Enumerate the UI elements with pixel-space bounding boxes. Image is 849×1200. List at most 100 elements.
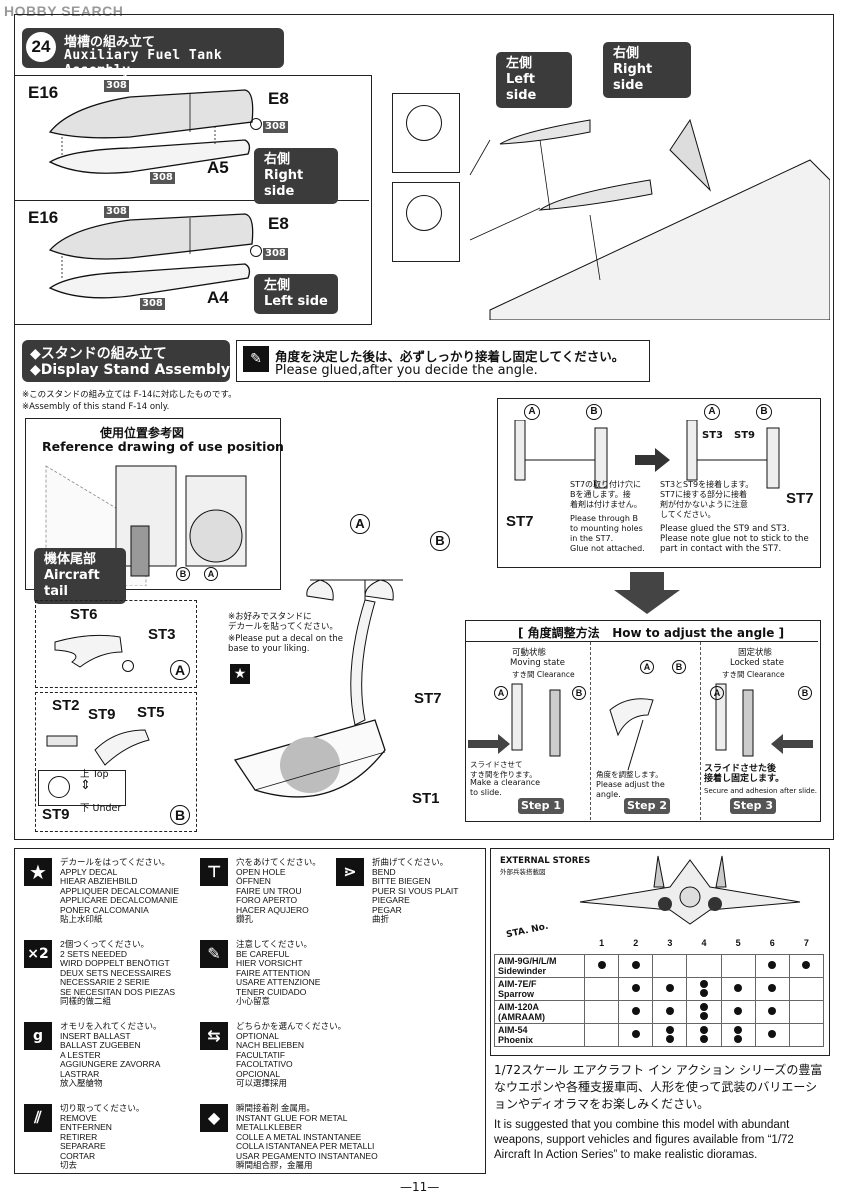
top-label: 上 Top — [80, 769, 109, 780]
store-dot — [631, 1030, 640, 1038]
store-cell — [583, 1000, 620, 1024]
step24-title-en: Auxiliary Fuel Tank Assembly — [64, 48, 223, 78]
store-cell — [720, 1023, 756, 1047]
step24-frame — [14, 14, 834, 840]
clearance-left: すき間 Clearance — [512, 670, 575, 679]
angle-adjust-box — [465, 620, 821, 822]
stand-st1: ST1 — [412, 790, 440, 807]
detail-st7-right: ST7 — [786, 490, 814, 507]
lower-part-a4: A4 — [207, 288, 229, 307]
legend-icon-optional: ⇆ — [200, 1022, 228, 1050]
store-cell — [686, 954, 722, 978]
sta-7: 7 — [803, 938, 809, 948]
lower-code-top: 308 — [104, 206, 129, 218]
store-cell — [754, 977, 790, 1001]
sta-1: 1 — [599, 938, 605, 948]
legend-text-hole: 穴をあけてください。 OPEN HOLE ÖFFNEN FAIRE UN TRO… — [236, 857, 321, 924]
store-dot — [699, 1003, 708, 1011]
page-number: —11— — [400, 1180, 440, 1194]
part-a-circle: A — [170, 660, 190, 680]
store-cell — [754, 1023, 790, 1047]
store-dot — [734, 1007, 743, 1015]
detail-assembly-box — [497, 398, 821, 568]
legend-text-bend: 折曲げてください。 BEND BITTE BIEGEN PUER SI VOUS… — [372, 857, 459, 924]
glue-notice: ✎ 角度を決定した後は、必ずしっかり接着し固定してください。 Please gl… — [236, 340, 650, 382]
stores-row: AIM-120A (AMRAAM) — [494, 1000, 825, 1024]
upper-part-a5: A5 — [207, 158, 229, 177]
stand-title-jp: ◆スタンドの組み立て — [30, 346, 167, 362]
upper-cap-part — [250, 118, 262, 130]
store-dot — [699, 1035, 708, 1043]
store-cell — [618, 977, 654, 1001]
reference-frame — [25, 418, 281, 590]
detail-a-right: A — [704, 404, 720, 420]
stand-note-en: ※Assembly of this stand F-14 only. — [22, 402, 170, 412]
store-cell — [788, 954, 825, 978]
legend-icon-drill: ⊤ — [200, 858, 228, 886]
lower-part-e8: E8 — [268, 214, 289, 233]
notice-en: Please glued,after you decide the angle. — [275, 363, 538, 378]
store-dot — [699, 980, 708, 988]
stand-circle-a: A — [350, 514, 370, 534]
sta-2: 2 — [633, 938, 639, 948]
station-header-row: 1 2 3 4 5 6 7 — [495, 932, 824, 955]
store-dot — [665, 984, 674, 992]
detail-right-en: Please glued the ST9 and ST3. Please not… — [660, 524, 809, 554]
store-dot — [768, 1030, 777, 1038]
store-dot — [768, 984, 777, 992]
watermark: HOBBY SEARCH — [4, 3, 124, 19]
detail-box-upper — [392, 93, 460, 173]
lower-cap-part — [250, 245, 262, 257]
step3-badge: Step 3 — [730, 798, 776, 814]
promo-jp: 1/72スケール エアクラフト イン アクション シリーズの豊富なウエポンや各種… — [494, 1063, 823, 1111]
store-cell — [618, 954, 654, 978]
angle-b-3: B — [798, 686, 812, 700]
sta-5: 5 — [735, 938, 741, 948]
angle-a-3: A — [710, 686, 724, 700]
promo-en: It is suggested that you combine this mo… — [494, 1119, 794, 1161]
ref-circle-b: B — [176, 567, 190, 581]
detail-assembly-drawing — [514, 420, 780, 489]
store-dot — [699, 1026, 708, 1034]
step1-text-jp: スライドさせて すき間を作ります。 — [470, 760, 537, 779]
store-cell — [618, 1000, 654, 1024]
part-st6: ST6 — [70, 606, 98, 623]
legend-icon-bend: ⋗ — [336, 858, 364, 886]
st9-label-bottom: ST9 — [42, 806, 70, 823]
stand-circle-b: B — [430, 531, 450, 551]
moving-state-en: Moving state — [510, 658, 565, 668]
ref-circle-a: A — [204, 567, 218, 581]
legend-text-careful: 注意してください。 BE CAREFUL HIER VORSICHT FAIRE… — [236, 939, 321, 1006]
step24-header: 24 増槽の組み立て Auxiliary Fuel Tank Assembly — [22, 28, 284, 78]
stand-header: ◆スタンドの組み立て ◆Display Stand Assembly — [22, 340, 230, 382]
store-cell — [754, 954, 790, 978]
st6-drawing — [54, 634, 123, 668]
st5-drawing — [46, 729, 150, 766]
step2-badge: Step 2 — [624, 798, 670, 814]
store-name: AIM-54 Phoenix — [494, 1023, 585, 1047]
store-cell — [686, 1023, 722, 1047]
store-dot — [734, 1026, 743, 1034]
part-st5: ST5 — [137, 704, 165, 721]
store-dot — [631, 1007, 640, 1015]
step2-text-en: Please adjust the angle. — [596, 780, 665, 799]
legend-icon-weight: g — [24, 1022, 52, 1050]
detail-circle-lower — [406, 195, 442, 231]
store-cell — [788, 1023, 825, 1047]
aircraft-front-drawing — [579, 855, 801, 925]
legend-icon-careful: ✎ — [200, 940, 228, 968]
store-dot — [734, 984, 743, 992]
angle-title: [ 角度調整方法 How to adjust the angle ] — [518, 626, 785, 640]
store-cell — [686, 977, 722, 1001]
detail-left-jp: ST7の取り付け穴に Bを通します。接 着剤は付けません。 — [570, 480, 642, 509]
step1-badge: Step 1 — [518, 798, 564, 814]
store-cell — [720, 977, 756, 1001]
step1-text-en: Make a clearance to slide. — [470, 778, 541, 797]
store-cell — [720, 1000, 756, 1024]
store-cell — [583, 954, 620, 978]
decal-note-jp: ※お好みでスタンドに デカールを貼ってください。 — [228, 612, 338, 632]
legend-text-two-sets: 2個つくってください。 2 SETS NEEDED WIRD DOPPELT B… — [60, 939, 176, 1006]
stores-row: AIM-9G/H/L/M Sidewinder — [494, 954, 825, 978]
decal-star-icon: ★ — [230, 664, 250, 684]
